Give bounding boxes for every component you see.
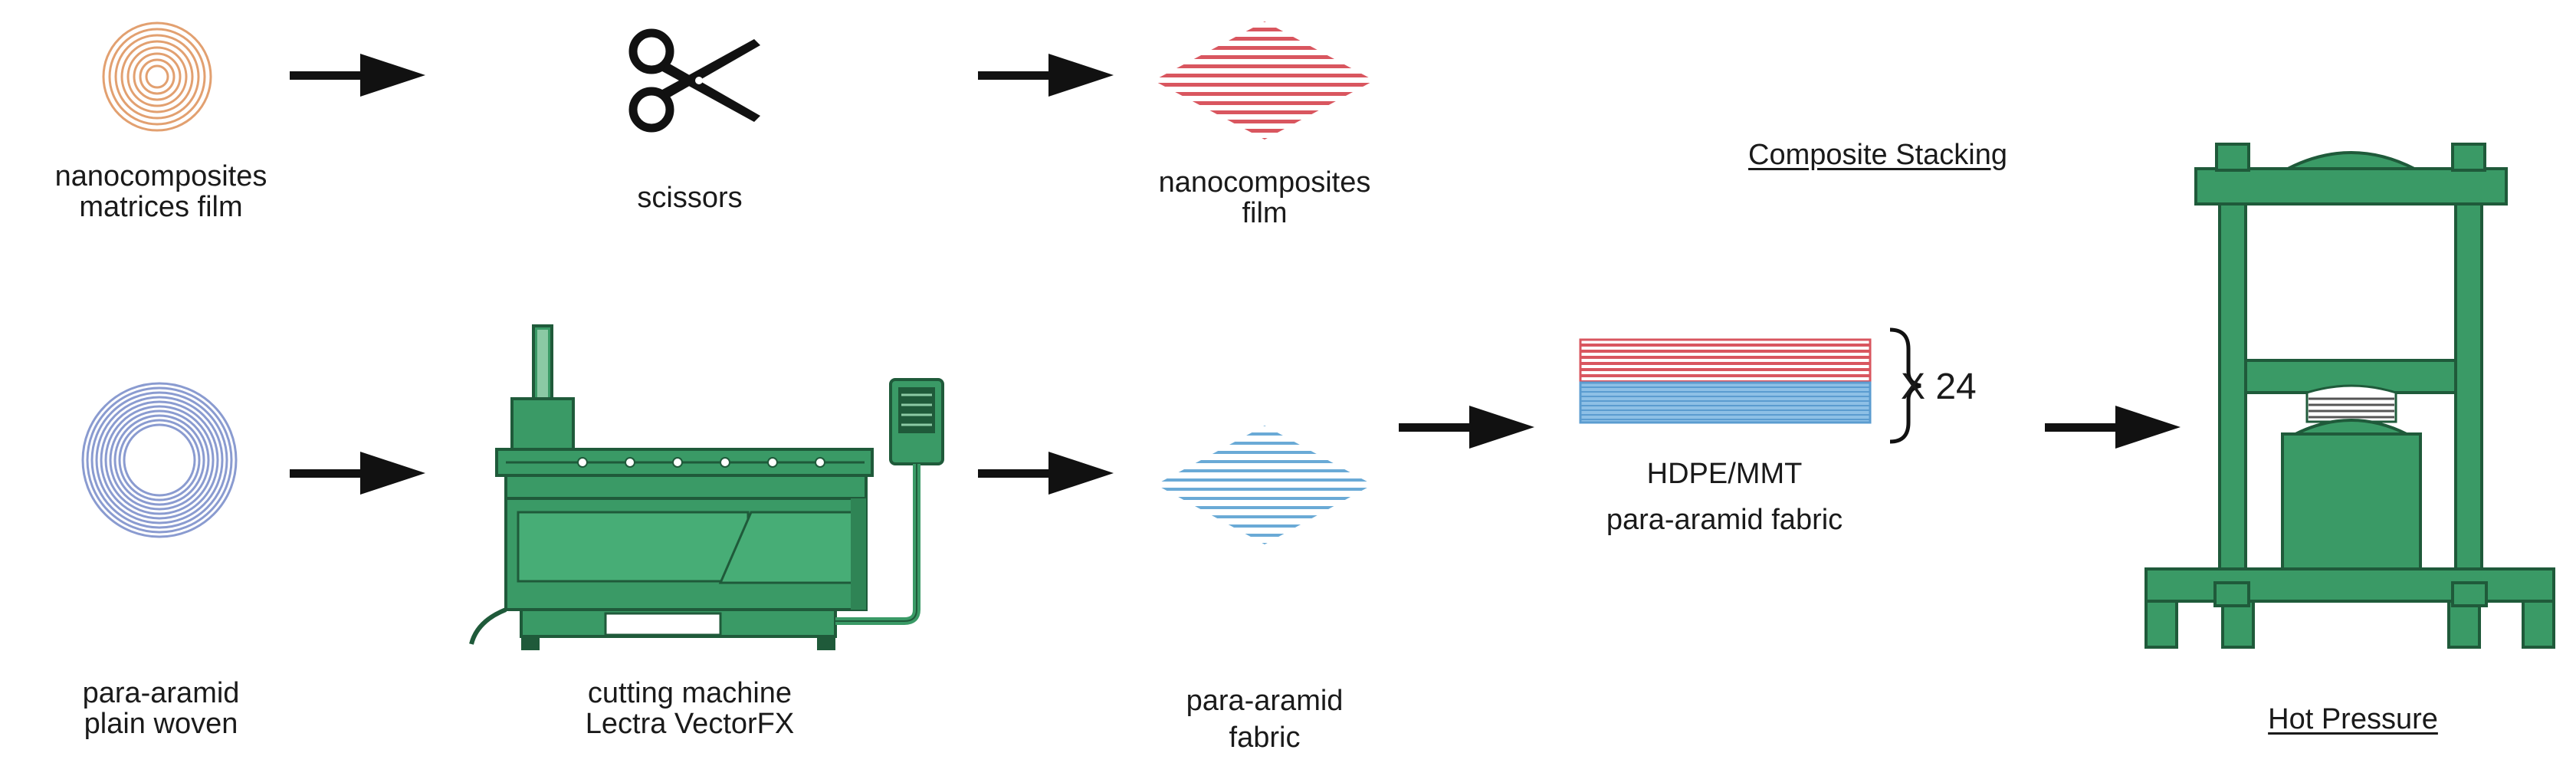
fabric-label-line1: para-aramid — [1186, 685, 1344, 717]
matrix-film-label-line2: matrices film — [79, 191, 243, 223]
composite-stacking-label: Composite Stacking — [1748, 139, 2007, 171]
matrix-film-label-line1: nanocomposites — [54, 160, 267, 192]
scissors-label: scissors — [637, 182, 743, 214]
cutter-label-line2: Lectra VectorFX — [585, 708, 795, 740]
woven-label-line1: para-aramid — [82, 677, 240, 709]
repeat-count-label: X 24 — [1901, 367, 1977, 407]
stack-bottom-label: para-aramid fabric — [1606, 504, 1843, 536]
woven-label-line2: plain woven — [84, 708, 238, 740]
arrow-icon — [290, 452, 425, 495]
scissors-icon — [628, 28, 760, 133]
matrix-film-roll-icon — [102, 21, 212, 132]
composite-stack-icon — [1579, 327, 1921, 444]
arrow-icon — [290, 54, 425, 97]
arrow-icon — [978, 54, 1114, 97]
para-aramid-fabric-icon — [1156, 426, 1373, 544]
hot-press-icon — [2144, 143, 2555, 649]
arrow-icon — [1399, 406, 1534, 449]
nanocomposite-film-icon — [1153, 21, 1374, 140]
hot-pressure-label: Hot Pressure — [2268, 703, 2438, 735]
cutter-label-line1: cutting machine — [587, 677, 792, 709]
fabric-label-line2: fabric — [1229, 722, 1301, 754]
woven-fabric-roll-icon — [81, 382, 238, 538]
arrow-icon — [978, 452, 1114, 495]
arrow-icon — [2045, 406, 2181, 449]
stack-top-label: HDPE/MMT — [1646, 458, 1803, 490]
nano-film-label-line2: film — [1242, 197, 1288, 229]
cutting-machine-icon — [469, 324, 944, 650]
nano-film-label-line1: nanocomposites — [1158, 166, 1371, 199]
